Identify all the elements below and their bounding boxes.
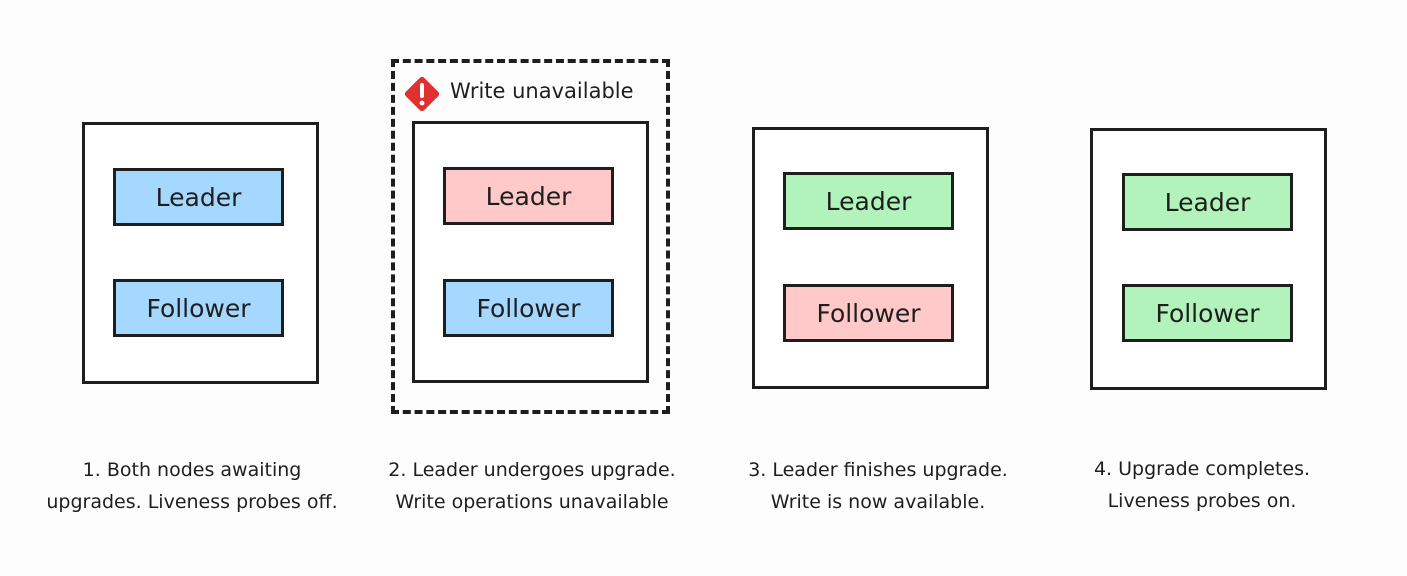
- stage-4-leader-node: Leader: [1122, 173, 1293, 231]
- stage-4-cluster: [1090, 128, 1327, 390]
- caption-line: 4. Upgrade completes.: [1093, 458, 1311, 480]
- stage-2-follower-node: Follower: [443, 279, 614, 337]
- caption-line: upgrades. Liveness probes off.: [46, 491, 338, 513]
- caption-line: Write is now available.: [770, 491, 986, 513]
- stage-1-follower-node: Follower: [113, 279, 284, 337]
- stage-1-caption: 1. Both nodes awaiting upgrades. Liveness…: [22, 454, 362, 518]
- stage-1-leader-node: Leader: [113, 168, 284, 226]
- stage-2-leader-node: Leader: [443, 167, 614, 225]
- caption-line: 1. Both nodes awaiting: [82, 459, 302, 481]
- warning-diamond-icon: [404, 76, 440, 112]
- stage-3-cluster: [752, 127, 989, 389]
- stage-2-cluster: [412, 121, 649, 383]
- caption-line: Write operations unavailable: [395, 491, 669, 513]
- stage-3-follower-node: Follower: [783, 284, 954, 342]
- stage-4-follower-node: Follower: [1122, 284, 1293, 342]
- stage-3-caption: 3. Leader finishes upgrade. Write is now …: [708, 454, 1048, 518]
- caption-line: 2. Leader undergoes upgrade.: [388, 459, 676, 481]
- caption-line: Liveness probes on.: [1107, 490, 1297, 512]
- write-unavailable-boundary: [391, 59, 670, 414]
- caption-line: 3. Leader finishes upgrade.: [748, 459, 1008, 481]
- warning-label: Write unavailable: [450, 79, 634, 103]
- stage-1-cluster: [82, 122, 319, 384]
- stage-3-leader-node: Leader: [783, 172, 954, 230]
- stage-4-caption: 4. Upgrade completes. Liveness probes on.: [1032, 453, 1372, 517]
- stage-2-caption: 2. Leader undergoes upgrade. Write operat…: [362, 454, 702, 518]
